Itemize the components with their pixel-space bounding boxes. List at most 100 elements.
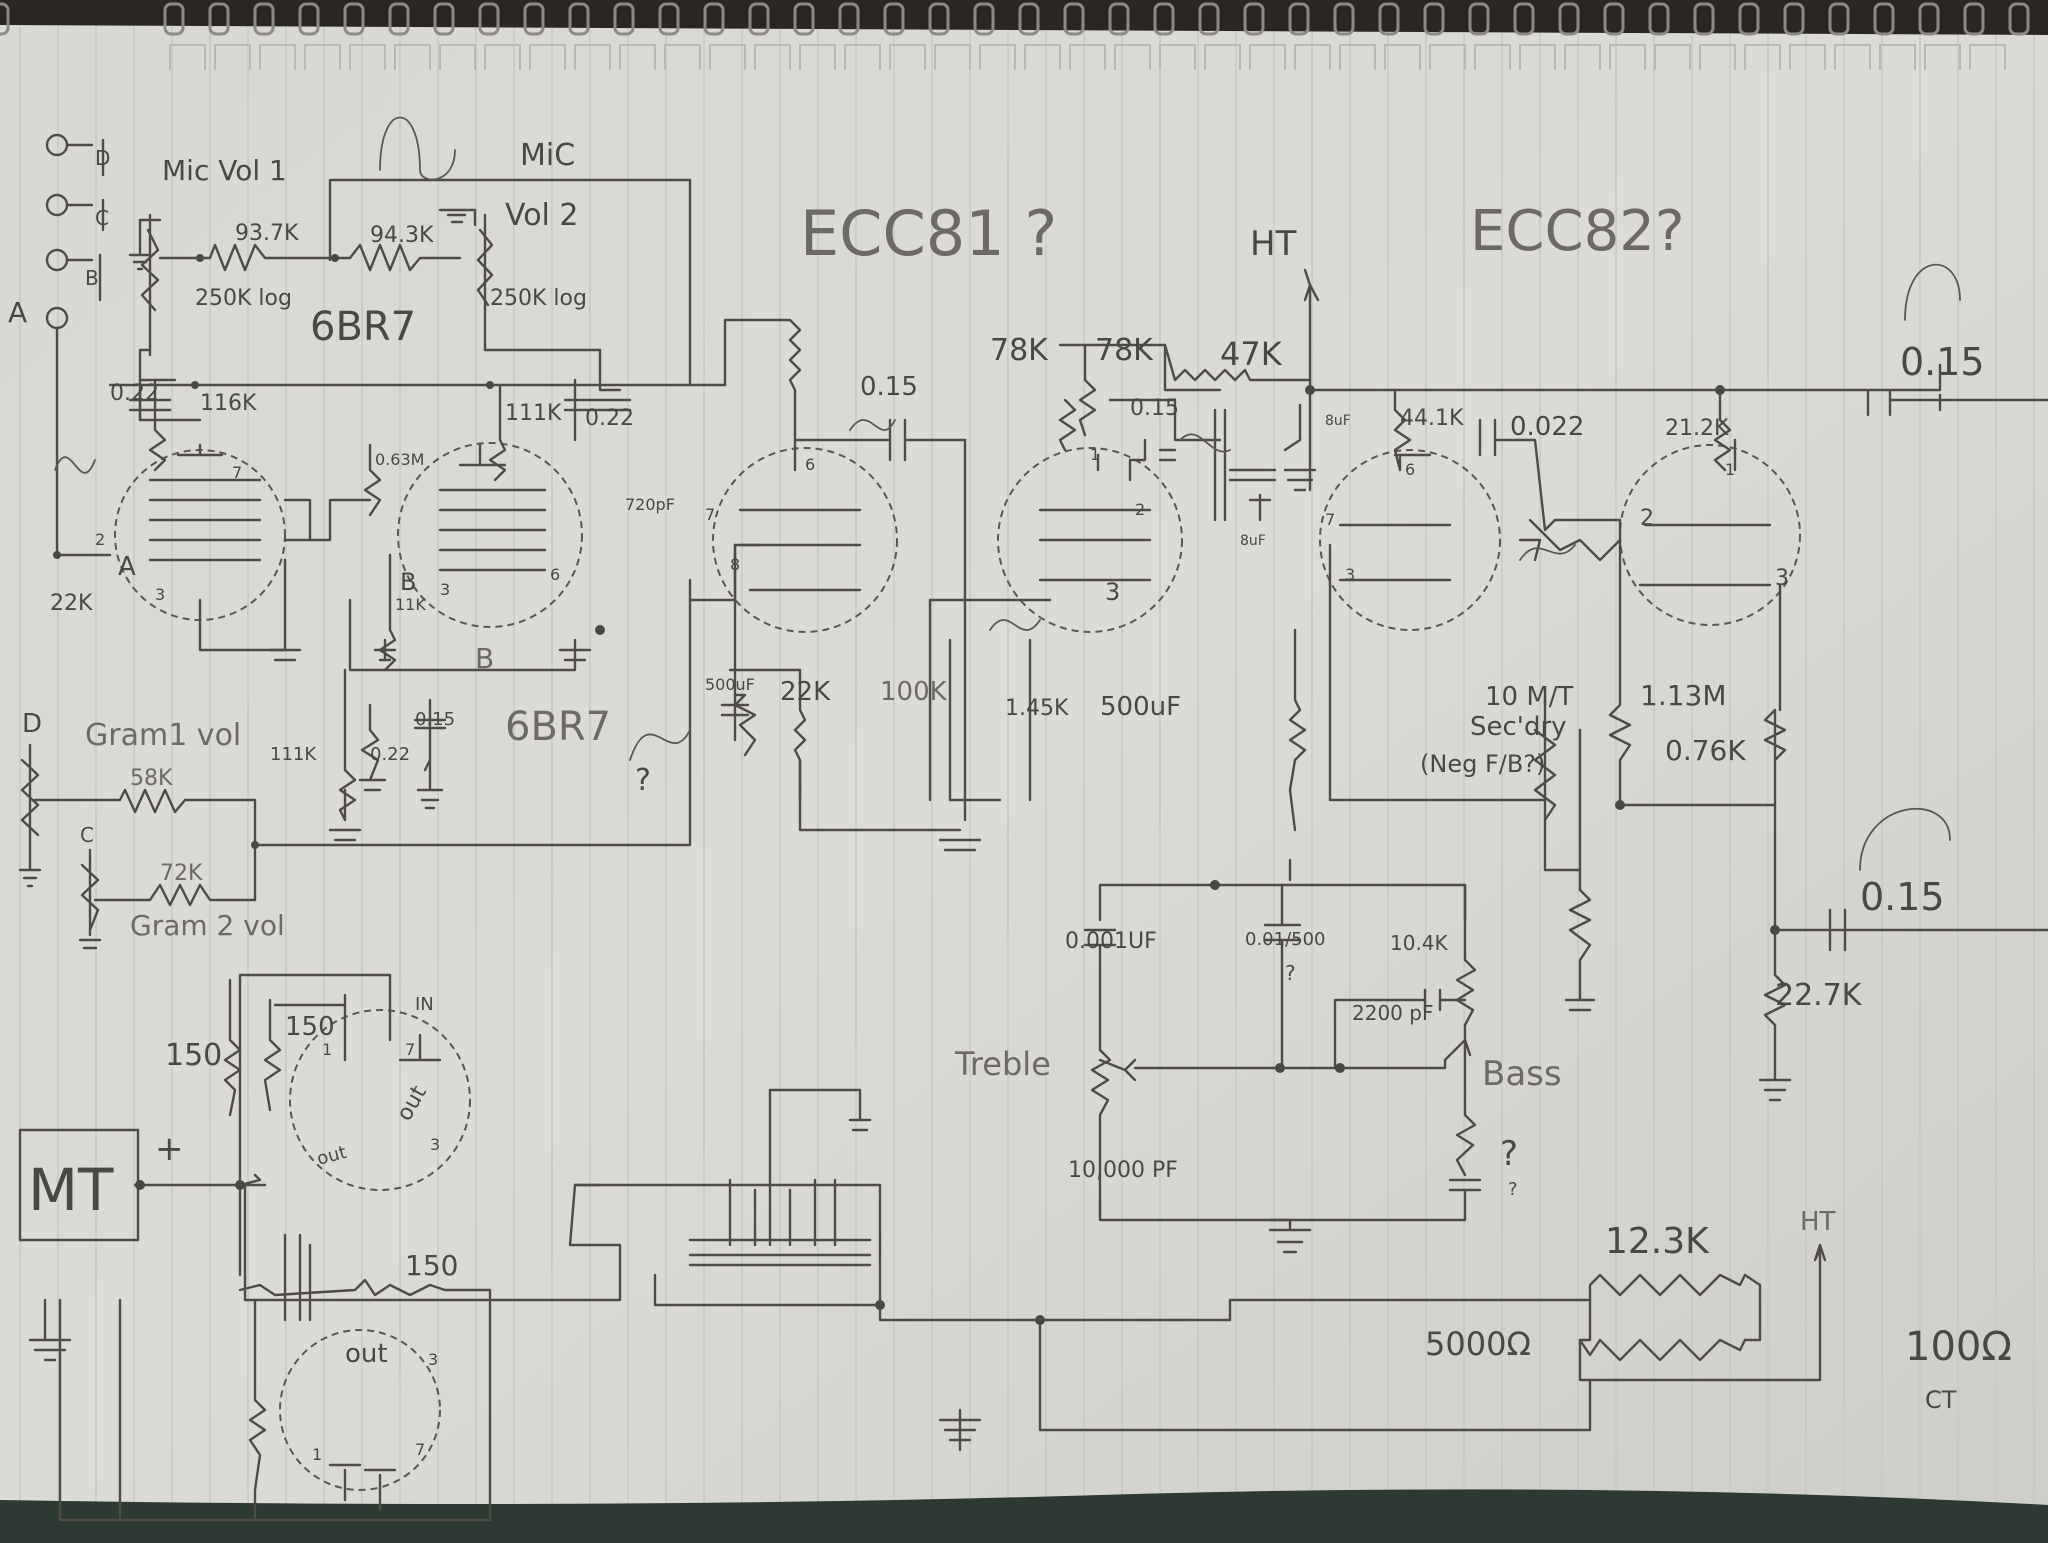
c-0022: 0.022 [1510, 412, 1584, 442]
r-5000: 5000Ω [1425, 1325, 1531, 1363]
wiring [18, 133, 2048, 1522]
pot-250k-1: 250K log [195, 286, 292, 311]
ht-top-label: HT [1250, 224, 1297, 264]
r-58k: 58K [130, 766, 173, 791]
tube-titles: ECC81 ? ECC82? 6BR7 6BR7 [310, 197, 1685, 750]
r-150-c: 150 [405, 1249, 458, 1282]
tear-off-perforation [169, 44, 2006, 70]
input-b: B [85, 266, 99, 290]
pin-numbers: 7 2 3 6 3 6 7 8 1 2 3 6 7 3 1 2 3 1 7 3 … [95, 445, 1789, 1464]
r-104k: 10.4K [1390, 931, 1449, 955]
mt-label: MT [28, 1156, 114, 1224]
r-22k-k: 22K [780, 677, 831, 707]
pin-1d: 1 [1090, 445, 1100, 464]
c-022-c: 0.22 [370, 744, 410, 765]
r-94k: 94.3K [370, 223, 434, 248]
c-01-500: 0.01/500 [1245, 929, 1326, 950]
pin-3e: 3 [1345, 565, 1355, 584]
r-227k: 22.7K [1775, 978, 1863, 1013]
gram1-vol-label: Gram1 vol [85, 718, 241, 753]
question-mark-4: ? [1508, 1179, 1518, 1200]
r-076k: 0.76K [1665, 734, 1746, 767]
mic-vol1-label: Mic Vol 1 [162, 154, 287, 187]
ecc81-title: ECC81 ? [800, 197, 1057, 270]
r-11k: 11K [395, 595, 426, 614]
c-015-low: 0.15 [415, 709, 455, 730]
component-labels: 93.7K 94.3K 250K log 250K log 0.22 116K … [28, 221, 2012, 1414]
tooct-label: 100Ω [1905, 1324, 2012, 1370]
c-022-a: 0.22 [110, 381, 159, 406]
r-72k: 72K [160, 861, 203, 886]
in-label: IN [415, 994, 434, 1015]
mic-label: MiC [520, 138, 575, 173]
pin-1f: 1 [1725, 460, 1735, 479]
c-0001: 0.001UF [1065, 929, 1157, 954]
r-78k-a: 78K [990, 333, 1049, 368]
r-10m: 10 M/T [1485, 682, 1574, 712]
pin-2a: 2 [95, 530, 105, 549]
r-78k-b: 78K [1095, 333, 1154, 368]
input-c-left: C [80, 823, 94, 847]
r-47k: 47K [1220, 335, 1283, 373]
r-063m: 0.63M [375, 450, 424, 469]
c-022-b: 0.22 [585, 406, 634, 431]
question-mark-1: ? [635, 763, 651, 798]
c-2200pf: 2200 pF [1352, 1001, 1433, 1025]
control-labels: Mic Vol 1 MiC Vol 2 Gram1 vol Gram 2 vol… [85, 138, 1836, 1237]
pot-250k-2: 250K log [490, 286, 587, 311]
gram2-vol-label: Gram 2 vol [130, 909, 285, 942]
r-150-b: 150 [285, 1012, 335, 1042]
c-8uf-b: 8uF [1240, 533, 1266, 549]
junction-dots [53, 254, 1780, 1325]
pin-1h: 1 [312, 1445, 322, 1464]
treble-label: Treble [954, 1045, 1051, 1083]
pin-7g: 7 [405, 1040, 415, 1059]
pin-b2-label: B [475, 642, 494, 675]
r-123k: 12.3K [1605, 1221, 1710, 1262]
pin-6e: 6 [1405, 460, 1415, 479]
c-720pf: 720pF [625, 495, 675, 514]
6br7-bottom-title: 6BR7 [505, 704, 611, 750]
waveform-sketches [54, 116, 1961, 871]
r-150-a: 150 [165, 1038, 222, 1073]
c-8uf-a: 8uF [1325, 413, 1351, 429]
r-111k-top: 111K [505, 401, 562, 426]
pin-3f: 3 [1775, 566, 1789, 591]
r-212k: 21.2K [1665, 416, 1729, 441]
pin-7c: 7 [705, 505, 715, 524]
pin-2d: 2 [1135, 500, 1145, 519]
ct-label: CT [1925, 1386, 1957, 1414]
pin-2f: 2 [1640, 506, 1654, 531]
pin-3g: 3 [430, 1135, 440, 1154]
pin-7e: 7 [1325, 510, 1335, 529]
pin-7a: 7 [232, 463, 242, 482]
spiral-binding [0, 2, 2030, 36]
r-116k: 116K [200, 391, 257, 416]
r-111k-low: 111K [270, 744, 317, 765]
question-marks: ? ? ? ? [635, 763, 1518, 1200]
vol2-label: Vol 2 [505, 198, 579, 233]
pin-3h: 3 [428, 1350, 438, 1369]
c-015-out2: 0.15 [1860, 875, 1945, 919]
input-d-left: D [22, 709, 42, 739]
pin-8c: 8 [730, 555, 740, 574]
c-015-mid: 0.15 [860, 372, 918, 402]
ht-bottom-label: HT [1800, 1207, 1836, 1237]
input-c: C [95, 206, 109, 230]
question-mark-2: ? [1285, 961, 1296, 985]
c-015-out1: 0.15 [1900, 340, 1985, 384]
pin-3b: 3 [440, 580, 450, 599]
tube-envelopes [114, 442, 1801, 1491]
question-mark-3: ? [1500, 1134, 1518, 1174]
r-441k: 44.1K [1400, 406, 1464, 431]
bass-label: Bass [1482, 1054, 1562, 1094]
ecc82-title: ECC82? [1470, 199, 1685, 264]
r-100k: 100K [880, 677, 948, 707]
r-145k: 1.45K [1005, 696, 1069, 721]
pin-1g: 1 [322, 1040, 332, 1059]
c-015-mid2: 0.15 [1130, 396, 1179, 421]
r-93k: 93.7K [235, 221, 299, 246]
pin-a-label: A [118, 552, 136, 582]
r-22k-in: 22K [50, 591, 93, 616]
